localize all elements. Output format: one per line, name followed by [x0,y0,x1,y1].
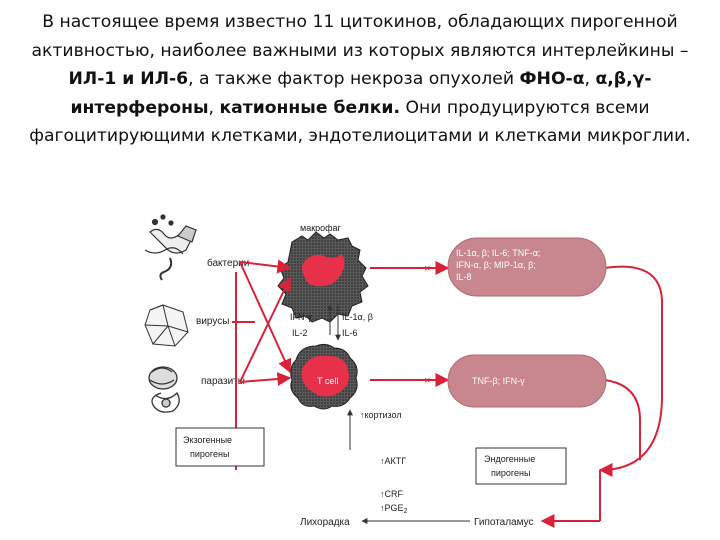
cytokine-capsule-bottom [447,354,607,408]
para-text-1: В настоящее время известно 11 цитокинов,… [31,12,689,61]
parasite-icon [148,366,180,413]
para-bold-cationic: катионные белки. [219,97,400,118]
macrophage-label: макрофаг [300,223,342,233]
cyt-bottom-label: TNF-β; IFN-γ [472,376,525,386]
cytokine-capsule-top [447,237,607,297]
tcell-label: T cell [317,376,338,386]
mid-left-1: IFN-γ [290,312,312,322]
para-text-2: , а также фактор некроза опухолей [188,69,520,89]
intro-paragraph: В настоящее время известно 11 цитокинов,… [18,8,702,151]
endogenous-box [475,447,567,485]
bacteria-icon [144,214,197,281]
cyt-top-line2: IFN-α, β; MIP-1α, β; [456,260,536,270]
viruses-label: вирусы [196,316,229,327]
bacteria-label: бактерии [207,257,249,269]
mid-left-2: IL-2 [292,328,308,338]
actg-label: ↑АКТГ [380,456,406,466]
exogenous-line1: Экзогенные [183,435,232,445]
macrophage-cell [277,231,369,323]
para-bold-il: ИЛ-1 и ИЛ-6 [68,69,189,89]
mid-right-2: IL-6 [342,328,358,338]
fever-label: Лихорадка [300,517,350,528]
middle-arrows [327,304,341,341]
para-bold-ifn: α,β,γ-интерфероны [70,69,652,118]
pge-label: ↑PGE2 [380,503,408,515]
cortisol-label: ↑кортизол [360,410,402,420]
exogenous-line2: пирогены [190,449,229,459]
parasites-label: паразиты [201,376,245,387]
pge-main: ↑PGE [380,503,404,513]
pathogen-arrows [232,259,663,477]
block-mark-bottom: × [424,375,430,387]
exogenous-box [175,427,265,467]
cyt-top-line3: IL-8 [456,272,472,282]
block-mark-top: × [424,263,430,275]
para-text-3: , [584,69,596,89]
endogenous-line2: пирогены [491,468,530,478]
mid-right-1: IL-1α, β [342,312,373,322]
virus-icon [144,304,189,347]
para-text-4: , [208,97,220,118]
crf-label: ↑CRF [380,489,403,499]
endogenous-line1: Эндогенные [484,454,535,464]
para-bold-tnf: ФНО-α [519,69,585,89]
para-text-5: Они продуцируются всеми фагоцитирующими … [29,97,691,147]
cyt-top-line1: IL-1α, β; IL-6; TNF-α; [456,248,540,258]
tcell-cell [290,343,358,410]
pge-subscript: 2 [404,508,408,515]
hypothalamus-label: Гипоталамус [474,517,534,528]
